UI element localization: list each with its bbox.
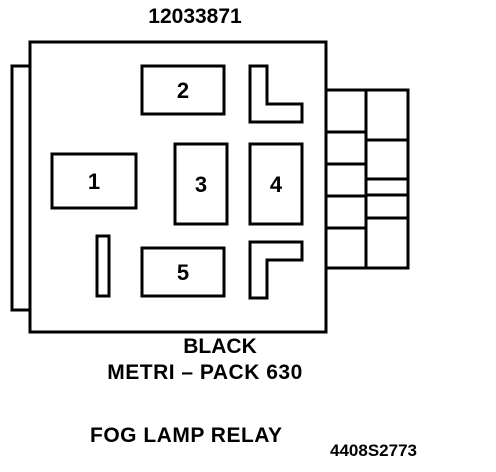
terminal-type: METRI – PACK 630 <box>107 361 303 384</box>
pin-5-label: 5 <box>177 260 189 285</box>
pin-1-label: 1 <box>88 169 100 194</box>
pin-1-cavity <box>50 152 138 210</box>
pin-5-cavity <box>140 246 226 298</box>
reference-number: 4408S2773 <box>330 441 417 460</box>
pin-3-label: 3 <box>195 172 207 197</box>
pin-2-label: 2 <box>177 78 189 103</box>
locking-tab <box>10 64 32 312</box>
blade-slot <box>95 234 111 298</box>
pin-2-cavity <box>140 64 226 116</box>
keying-l-bottom <box>248 240 304 300</box>
connector-color: BLACK <box>183 335 257 358</box>
pin-4-cavity <box>248 142 304 226</box>
latch-body <box>324 88 368 270</box>
pin-4-label: 4 <box>270 172 283 197</box>
latch-catch <box>364 177 410 197</box>
diagram-caption: FOG LAMP RELAY <box>90 424 283 447</box>
keying-l-top <box>248 64 304 124</box>
part-number: 12033871 <box>148 5 242 28</box>
pin-3-cavity <box>173 142 229 226</box>
